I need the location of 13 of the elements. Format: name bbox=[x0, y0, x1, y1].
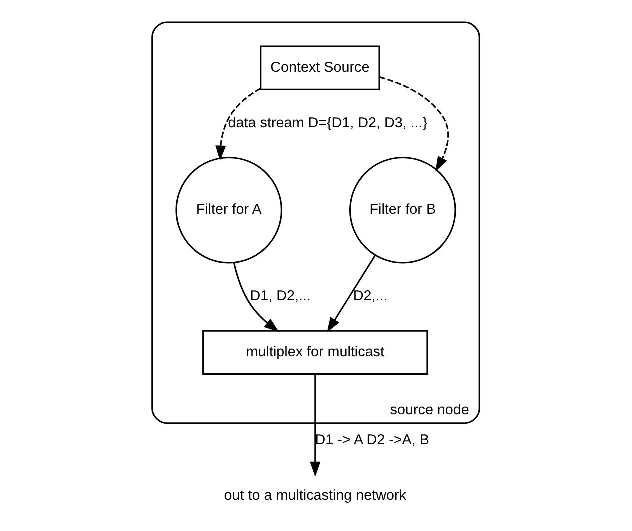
node-text: out to a multicasting network bbox=[224, 488, 406, 504]
arrow bbox=[379, 76, 450, 172]
node-box: multiplex for multicast bbox=[202, 330, 428, 375]
node-circle: Filter for A bbox=[176, 156, 282, 264]
arrow bbox=[327, 255, 376, 333]
arrow bbox=[233, 262, 280, 332]
arrow bbox=[310, 374, 321, 478]
edge-label: D2,... bbox=[353, 288, 388, 305]
edge-label: D1 -> A D2 ->A, B bbox=[315, 432, 430, 448]
edge-label: data stream D={D1, D2, D3, ...} bbox=[228, 116, 428, 132]
arrow bbox=[216, 88, 262, 161]
edge-label: D1, D2,... bbox=[250, 288, 311, 305]
node-box: Context Source bbox=[260, 46, 380, 90]
